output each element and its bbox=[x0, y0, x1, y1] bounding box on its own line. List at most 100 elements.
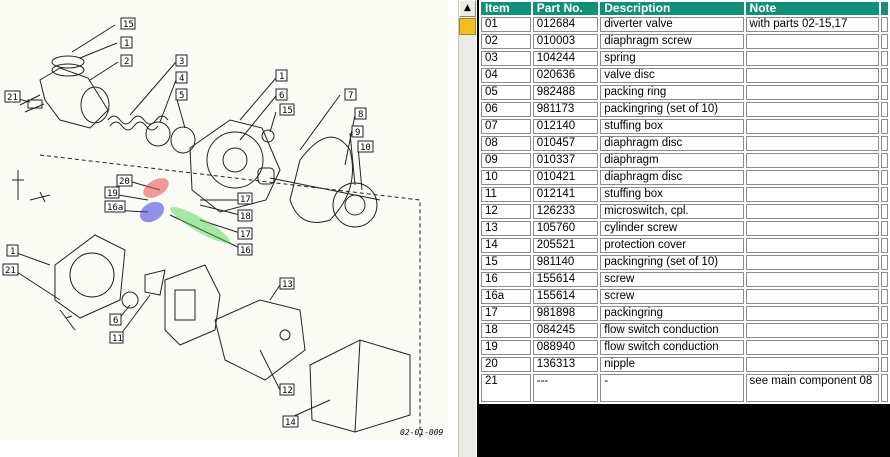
cell-item: 17 bbox=[481, 306, 531, 321]
cell-extra bbox=[880, 357, 888, 372]
table-row[interactable]: 21----see main component 08 bbox=[481, 374, 888, 402]
cell-description: diaphragm screw bbox=[600, 34, 744, 49]
cell-extra bbox=[880, 102, 888, 117]
cell-note bbox=[745, 357, 879, 372]
cell-part-no: 010337 bbox=[532, 153, 599, 168]
cell-part-no: 981140 bbox=[532, 255, 599, 270]
cell-part-no: 155614 bbox=[532, 272, 599, 287]
cell-extra bbox=[880, 272, 888, 287]
exploded-parts-diagram: 15 1 2 3 4 5 1 6 15 7 8 9 10 21 20 19 16… bbox=[0, 0, 448, 440]
cell-part-no: 012140 bbox=[532, 119, 599, 134]
cell-description: protection cover bbox=[600, 238, 744, 253]
callout-label: 17 bbox=[240, 195, 251, 205]
cell-extra bbox=[880, 238, 888, 253]
cell-item: 12 bbox=[481, 204, 531, 219]
callout-label: 11 bbox=[112, 334, 123, 344]
callout-label: 2 bbox=[124, 57, 129, 67]
cell-extra bbox=[880, 340, 888, 355]
cell-note: with parts 02-15,17 bbox=[745, 17, 879, 32]
cell-extra bbox=[880, 255, 888, 270]
cell-note bbox=[745, 187, 879, 202]
cell-part-no: 136313 bbox=[532, 357, 599, 372]
callout-label: 20 bbox=[119, 177, 130, 187]
callout-label: 14 bbox=[285, 418, 296, 428]
cell-note bbox=[745, 153, 879, 168]
callout-label: 16 bbox=[240, 246, 251, 256]
cell-part-no: --- bbox=[532, 374, 599, 402]
table-header-row: Item Part No. Description Note bbox=[481, 2, 888, 15]
cell-item: 16 bbox=[481, 272, 531, 287]
callout-label: 3 bbox=[179, 57, 184, 67]
cell-item: 19 bbox=[481, 340, 531, 355]
cell-part-no: 088940 bbox=[532, 340, 599, 355]
callout-label: 6 bbox=[113, 316, 118, 326]
cell-description: flow switch conduction bbox=[600, 323, 744, 338]
cell-part-no: 126233 bbox=[532, 204, 599, 219]
cell-note bbox=[745, 170, 879, 185]
cell-note bbox=[745, 119, 879, 134]
cell-note bbox=[745, 136, 879, 151]
cell-note: see main component 08 bbox=[745, 374, 879, 402]
cell-description: microswitch, cpl. bbox=[600, 204, 744, 219]
callout-label: 1 bbox=[124, 39, 129, 49]
callout-label: 18 bbox=[240, 212, 251, 222]
callout-label: 16a bbox=[107, 203, 123, 213]
cell-extra bbox=[880, 136, 888, 151]
callout-label: 17 bbox=[240, 230, 251, 240]
cell-item: 14 bbox=[481, 238, 531, 253]
cell-part-no: 105760 bbox=[532, 221, 599, 236]
cell-item: 07 bbox=[481, 119, 531, 134]
cell-description: packingring (set of 10) bbox=[600, 255, 744, 270]
callout-label: 5 bbox=[179, 91, 184, 101]
callout-label: 15 bbox=[282, 106, 293, 116]
cell-part-no: 981173 bbox=[532, 102, 599, 117]
cell-description: stuffing box bbox=[600, 119, 744, 134]
cell-description: valve disc bbox=[600, 68, 744, 83]
cell-extra bbox=[880, 306, 888, 321]
cell-part-no: 205521 bbox=[532, 238, 599, 253]
callout-label: 1 bbox=[279, 72, 284, 82]
scroll-thumb[interactable] bbox=[459, 18, 476, 35]
cell-description: diaphragm disc bbox=[600, 170, 744, 185]
callout-label: 21 bbox=[5, 266, 16, 276]
diagram-pane: 15 1 2 3 4 5 1 6 15 7 8 9 10 21 20 19 16… bbox=[0, 0, 448, 440]
cell-description: screw bbox=[600, 289, 744, 304]
cell-item: 01 bbox=[481, 17, 531, 32]
cell-description: diaphragm disc bbox=[600, 136, 744, 151]
callout-label: 9 bbox=[355, 128, 360, 138]
cell-part-no: 981898 bbox=[532, 306, 599, 321]
cell-part-no: 020636 bbox=[532, 68, 599, 83]
callout-label: 10 bbox=[360, 143, 371, 153]
scroll-up-arrow-icon[interactable]: ▲ bbox=[459, 0, 476, 17]
cell-item: 18 bbox=[481, 323, 531, 338]
cell-description: cylinder screw bbox=[600, 221, 744, 236]
cell-item: 13 bbox=[481, 221, 531, 236]
column-header-note: Note bbox=[745, 2, 879, 15]
drawing-code: 02-01-009 bbox=[400, 428, 444, 437]
vertical-scrollbar[interactable]: ▲ bbox=[458, 0, 476, 457]
callout-label: 12 bbox=[282, 386, 293, 396]
cell-part-no: 155614 bbox=[532, 289, 599, 304]
